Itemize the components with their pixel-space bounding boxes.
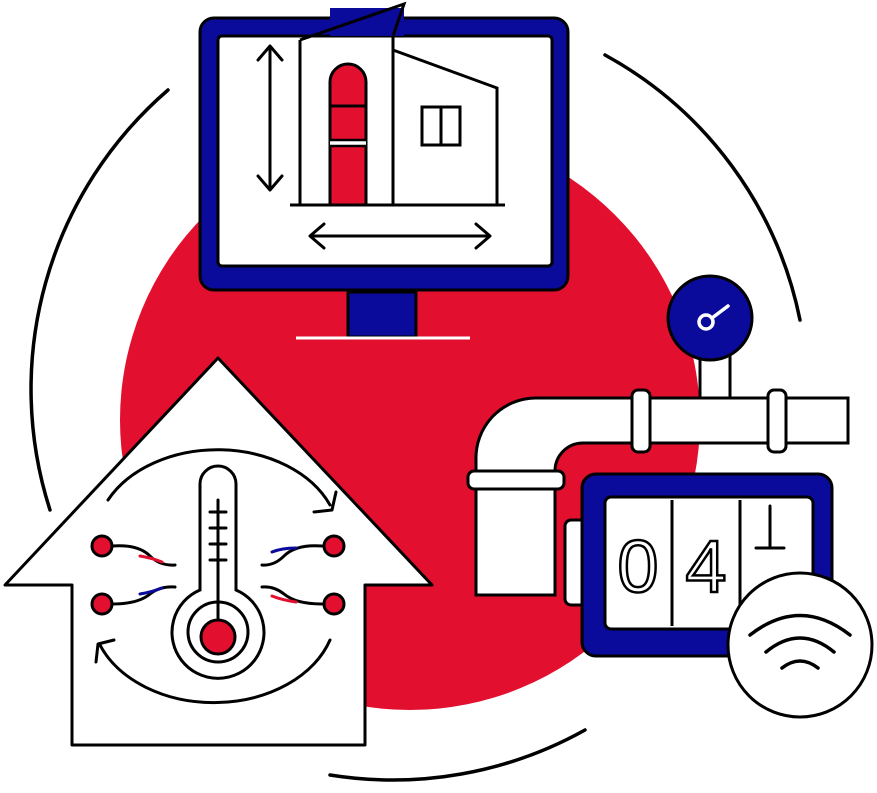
sensor-nodes (90, 534, 346, 616)
wifi-icon (726, 571, 874, 719)
pipe (466, 388, 850, 597)
monitor-stand (346, 290, 418, 339)
meter-digit-3 (754, 504, 786, 550)
smart-home-thermostat-icon (3, 356, 434, 747)
meter-digit-1: 0 (617, 525, 658, 608)
monitor-screen (216, 34, 554, 268)
monitor-house-blueprint-icon (198, 1, 570, 340)
thermometer-bulb (199, 618, 237, 656)
door (328, 62, 368, 207)
orbit-arcs (29, 53, 802, 782)
meter-digit-2: 4 (685, 525, 726, 608)
